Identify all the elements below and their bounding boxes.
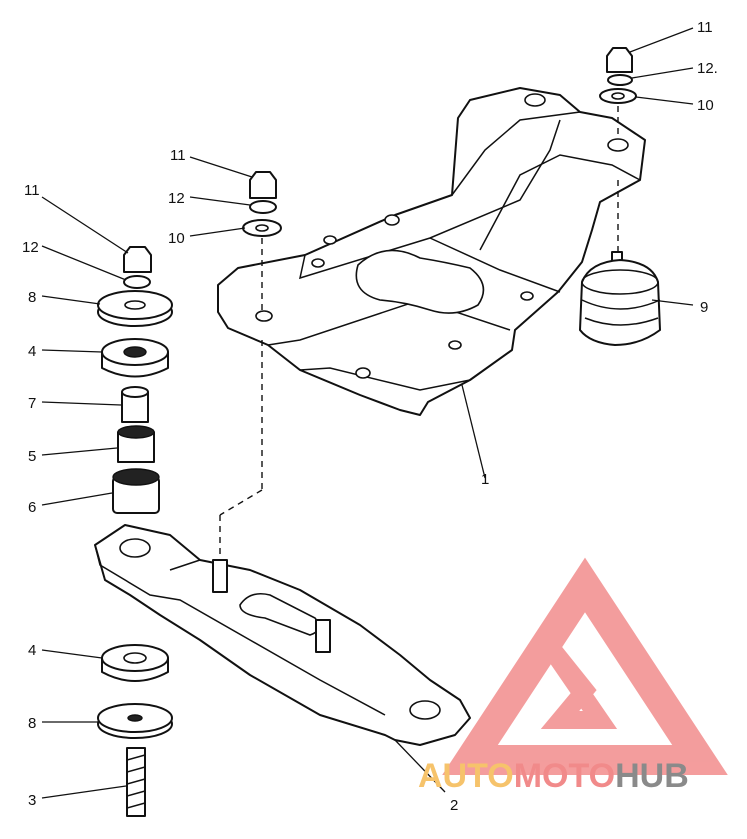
callout-12-left: 12 [22, 239, 39, 256]
frame-hole [524, 93, 546, 107]
frame-hole [384, 214, 400, 226]
stud [315, 619, 331, 653]
alignment-lines [219, 106, 619, 555]
watermark-logo [442, 557, 728, 775]
logo-inner-mark [537, 634, 618, 729]
callout-11-right: 11 [697, 19, 713, 36]
middle-fasteners [242, 171, 282, 237]
callout-4-lower: 4 [28, 642, 36, 659]
callout-7: 7 [28, 395, 36, 412]
svg-text:AUTOMOTOHUB: AUTOMOTOHUB [418, 757, 689, 795]
callouts: 11 12 8 4 7 5 6 4 8 3 11 12 10 11 12. 10… [22, 19, 718, 814]
leader-lines [41, 27, 694, 799]
rubber-mount [579, 251, 661, 346]
callout-2: 2 [450, 797, 458, 814]
callout-12-right: 12. [697, 60, 718, 77]
frame-hole [323, 235, 337, 245]
watermark-text: AUTOMOTOHUB [418, 757, 689, 795]
callout-5: 5 [28, 448, 36, 465]
callout-10-middle: 10 [168, 230, 185, 247]
callout-8-lower: 8 [28, 715, 36, 732]
frame-hole [607, 138, 629, 152]
callout-11-left: 11 [24, 182, 40, 199]
callout-3: 3 [28, 792, 36, 809]
callout-10-right: 10 [697, 97, 714, 114]
left-parts-stack [97, 246, 173, 817]
frame-hole [311, 258, 325, 268]
frame-hole [520, 291, 534, 301]
callout-4-upper: 4 [28, 343, 36, 360]
watermark-moto: MOTO [514, 757, 615, 795]
callout-9: 9 [700, 299, 708, 316]
frame-hole [255, 310, 273, 322]
callout-11-middle: 11 [170, 147, 186, 164]
callout-1: 1 [481, 471, 489, 488]
callout-8-upper: 8 [28, 289, 36, 306]
watermark-hub: HUB [615, 757, 689, 795]
frame-hole [448, 340, 462, 350]
logo-triangle-outer [442, 557, 728, 775]
lower-bracket [94, 524, 471, 746]
bracket-hole [119, 538, 151, 558]
callout-12-middle: 12 [168, 190, 185, 207]
callout-6: 6 [28, 499, 36, 516]
stud [212, 559, 228, 593]
frame-bracket [217, 87, 646, 416]
watermark-auto: AUTO [418, 757, 514, 795]
top-right-fasteners [599, 47, 637, 104]
bracket-hole [409, 700, 441, 720]
frame-hole [355, 367, 371, 379]
